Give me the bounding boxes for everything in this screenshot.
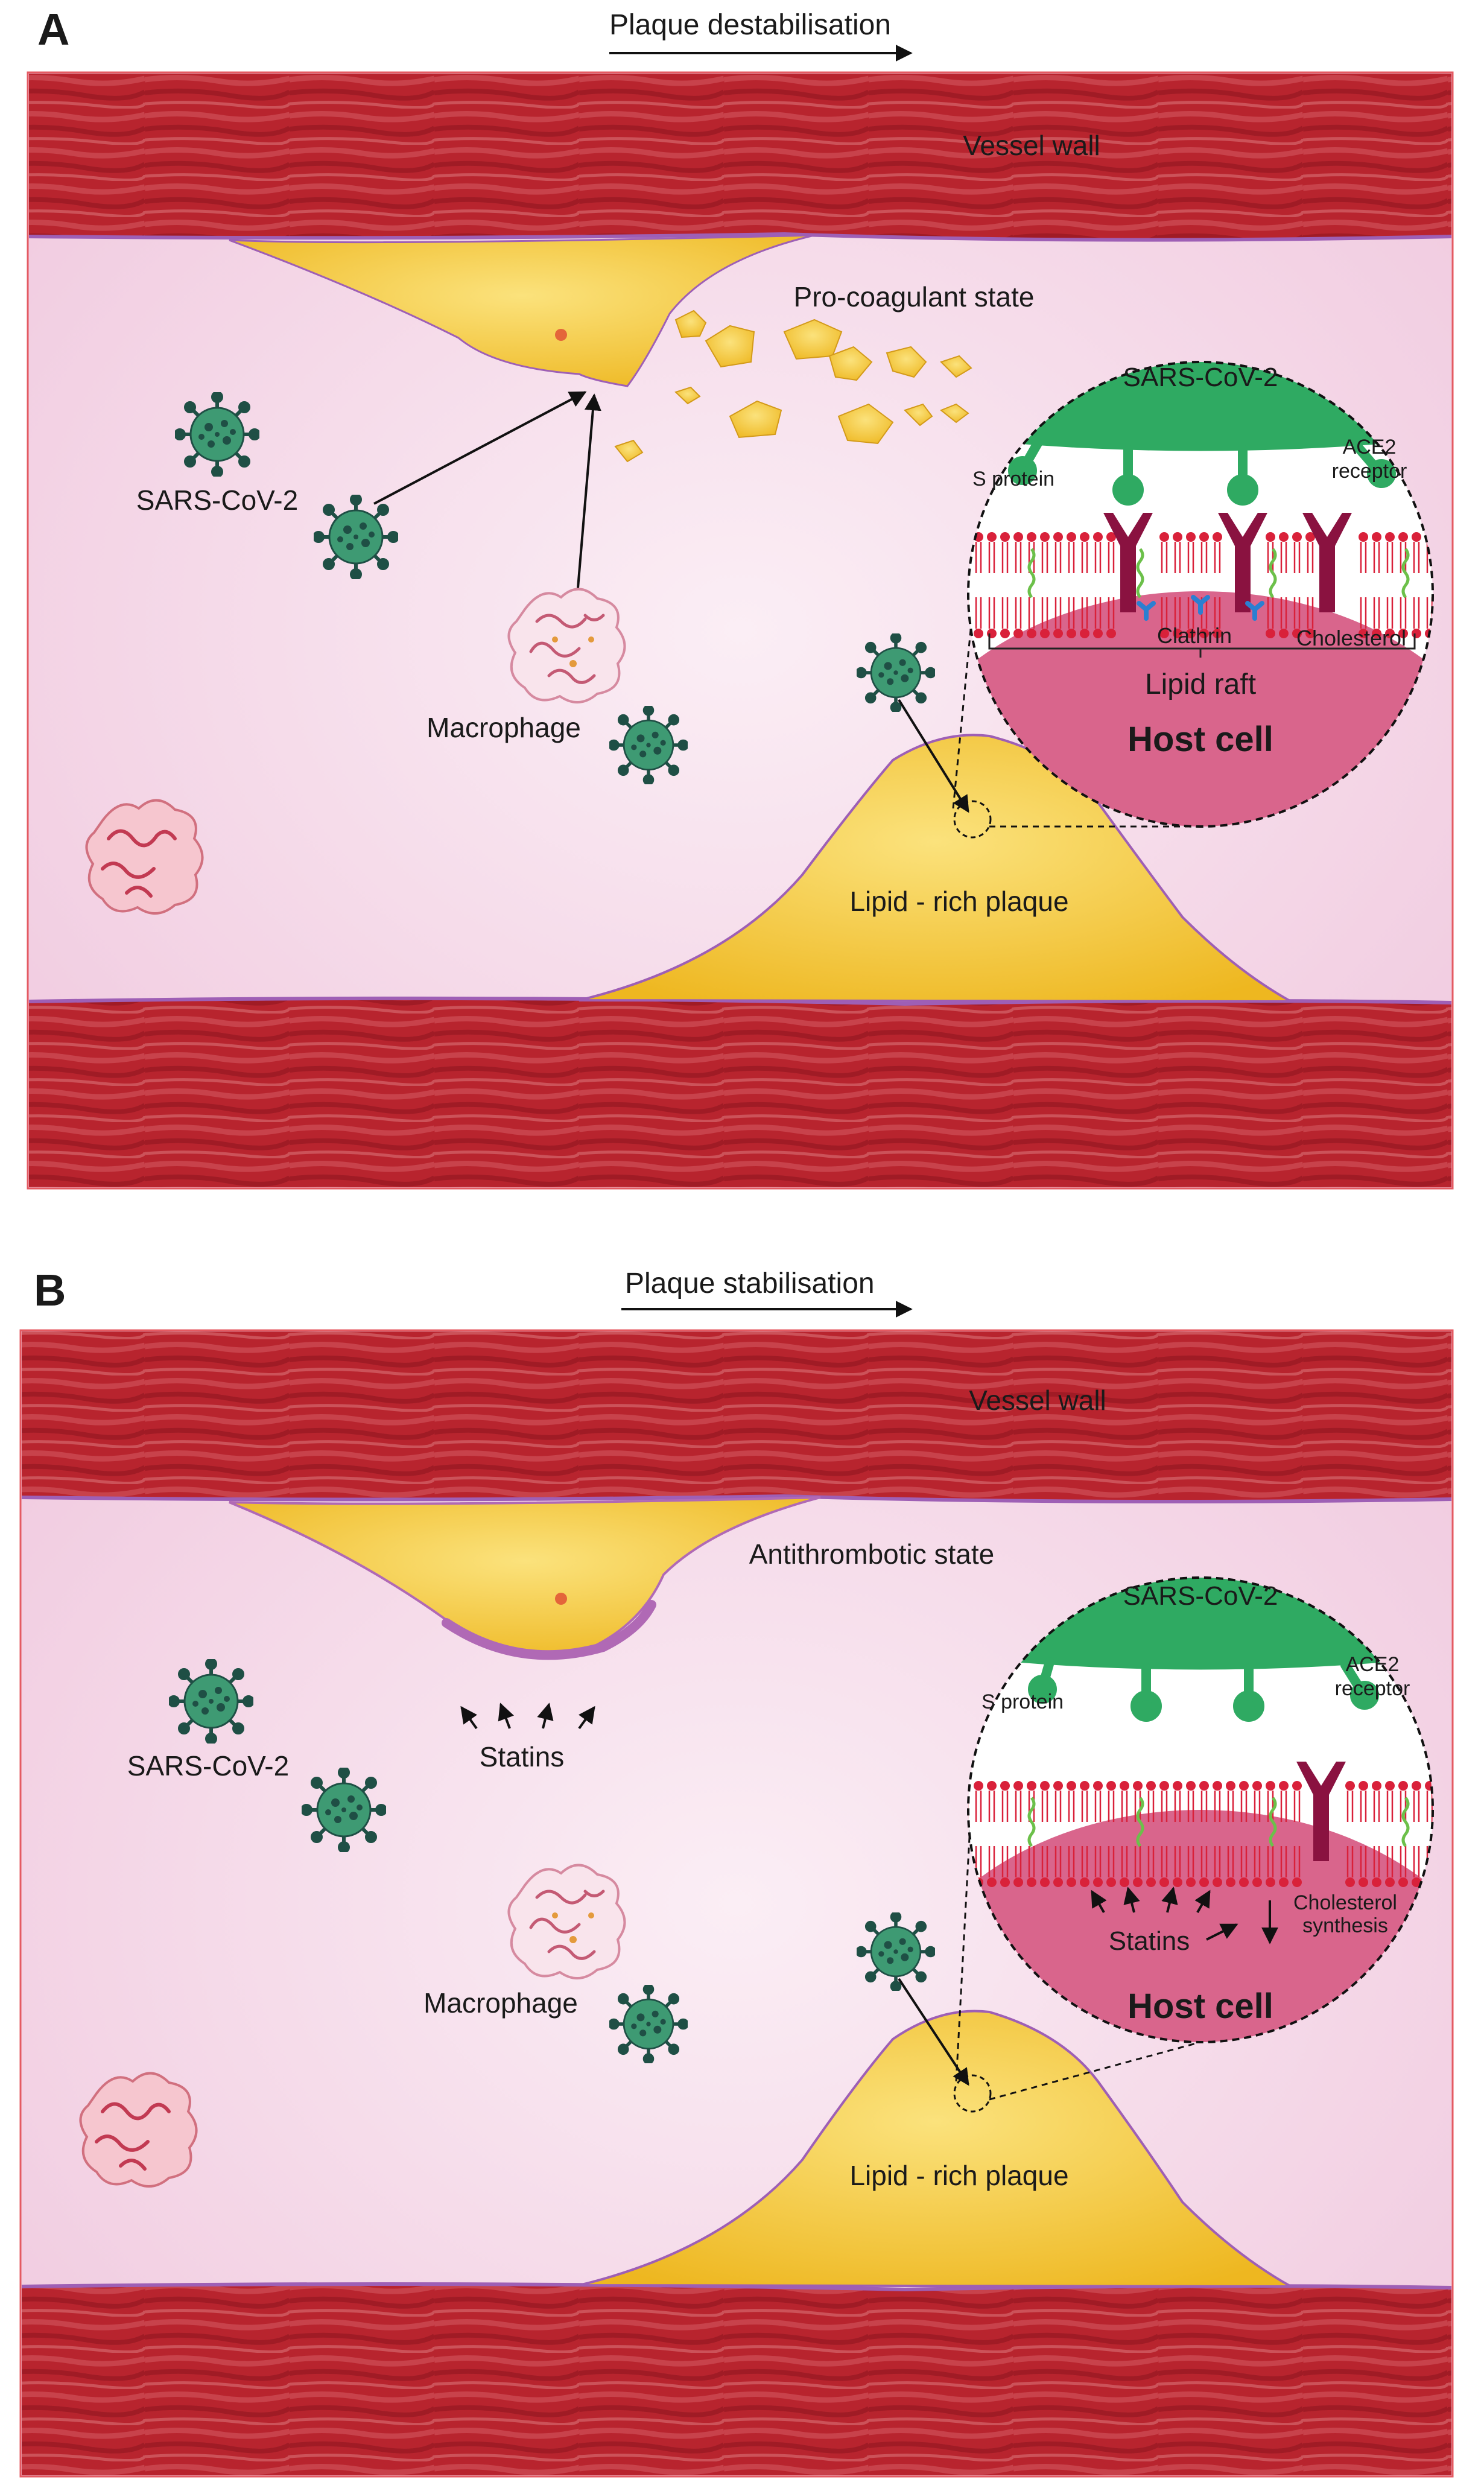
cholesterol-molecule (1027, 548, 1036, 598)
plaque-label: Lipid - rich plaque (849, 886, 1068, 917)
panel-b-letter: B (34, 1265, 66, 1315)
clathrin-icons (1137, 595, 1264, 621)
ace2-label-line2: receptor (1335, 1677, 1410, 1700)
virus-icon (610, 706, 687, 784)
plaque-fragments (614, 309, 972, 463)
virus-icon (302, 1768, 385, 1852)
ace2-label-line2: receptor (1332, 460, 1407, 483)
plaque-label: Lipid - rich plaque (849, 2160, 1068, 2191)
s-protein-label: S protein (981, 1690, 1064, 1713)
inset-statins-label: Statins (1109, 1926, 1190, 1956)
inset-statins-arrows (1091, 1886, 1278, 1944)
macrophage-label: Macrophage (423, 1987, 578, 2019)
vessel-wall-top-a (29, 74, 1451, 240)
lipid-plaque-a (579, 734, 1296, 1003)
virus-icon (857, 1913, 934, 1990)
lipid-bilayer-a (968, 531, 1433, 639)
cholesterol-molecule (1136, 548, 1144, 598)
virus-icon (170, 1660, 253, 1743)
ace2-receptors-a (1103, 513, 1352, 612)
cholesterol-molecule (1269, 548, 1277, 598)
lipid-bilayer-b (968, 1780, 1433, 1888)
stabilised-plaque-b (229, 1496, 821, 1657)
macrophage-icon (509, 1865, 624, 1978)
panel-b-header: Plaque stabilisation (625, 1268, 875, 1299)
cholesterol-label: Cholesterol (1296, 626, 1406, 650)
antithrombotic-label: Antithrombotic state (749, 1538, 995, 1570)
virus-label: SARS-CoV-2 (127, 1750, 289, 1782)
ace2-label-line1: ACE2 (1346, 1653, 1400, 1676)
vessel-wall-top-b (22, 1331, 1451, 1502)
panel-b-scene: Vessel wall Antithrombotic state Statins… (19, 1329, 1454, 2478)
vessel-wall-label: Vessel wall (969, 1385, 1106, 1416)
cholesterol-synthesis-label-line2: synthesis (1302, 1914, 1388, 1937)
macrophage-icon (80, 2073, 196, 2186)
clathrin-label: Clathrin (1157, 623, 1232, 648)
lipid-raft-label: Lipid raft (1145, 668, 1256, 700)
s-protein-label: S protein (972, 468, 1054, 490)
host-cell-label: Host cell (1127, 1987, 1273, 2026)
macrophage-label: Macrophage (426, 712, 581, 743)
virus-icon (610, 1985, 687, 2063)
panel-a-letter: A (37, 4, 70, 54)
ace2-label-line1: ACE2 (1343, 436, 1397, 459)
ace2-receptor-b (1296, 1762, 1346, 1861)
virus-icon (176, 393, 259, 476)
cholesterol-molecule (1027, 1797, 1036, 1847)
macrophage-icon (86, 800, 202, 913)
macrophage-icon (509, 589, 624, 702)
ruptured-plaque-a (229, 234, 815, 387)
cholesterol-molecule (1401, 1797, 1410, 1847)
panel-a-header: Plaque destabilisation (609, 9, 891, 41)
cholesterol-synthesis-label-line1: Cholesterol (1293, 1891, 1397, 1914)
lipid-plaque-b (579, 2010, 1296, 2288)
virus-label: SARS-CoV-2 (136, 484, 298, 516)
cholesterol-molecule (1136, 1797, 1144, 1847)
statins-label: Statins (480, 1741, 565, 1772)
host-cell-label: Host cell (1127, 720, 1273, 759)
pro-coagulant-label: Pro-coagulant state (794, 281, 1035, 313)
cholesterol-molecule (1401, 548, 1410, 598)
panel-a-inset: SARS-CoV-2 S protein ACE2 receptor Clath… (967, 361, 1434, 828)
inset-virus-label: SARS-CoV-2 (1123, 363, 1278, 392)
cholesterol-molecule (1269, 1797, 1277, 1847)
statins-arrows-b (460, 1702, 595, 1730)
vessel-wall-label: Vessel wall (963, 130, 1100, 161)
virus-icon (857, 634, 934, 711)
inset-virus-label: SARS-CoV-2 (1123, 1581, 1278, 1611)
vessel-wall-bottom-a (29, 998, 1451, 1187)
virus-icon (314, 495, 398, 579)
vessel-wall-bottom-b (22, 2284, 1451, 2475)
